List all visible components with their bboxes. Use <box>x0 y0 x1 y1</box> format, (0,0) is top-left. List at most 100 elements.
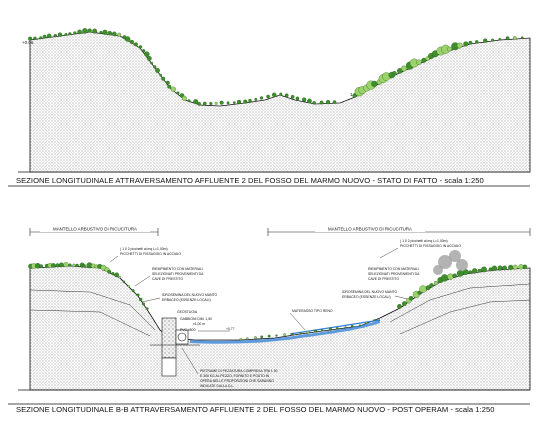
band-left-label: MANTELLO ARBUSTIVO DI RICUCITURA <box>53 227 137 232</box>
shrub <box>167 84 172 89</box>
shrub <box>344 326 347 329</box>
shrub <box>508 264 514 271</box>
shrub <box>28 36 33 41</box>
gabion-structure <box>150 317 200 377</box>
shrub <box>266 94 270 99</box>
shrub <box>64 33 68 36</box>
shrub <box>53 33 58 38</box>
shrub <box>187 99 191 103</box>
shrub <box>39 36 43 40</box>
note-riempimento-left-2: SELEZIONATI PROVENIENTI DA <box>152 272 204 276</box>
shrub <box>365 321 368 324</box>
shrub <box>144 51 150 57</box>
shrub <box>425 285 431 291</box>
note-materasso: MATERASSO TIPO RENO <box>292 309 333 313</box>
shrub <box>452 273 457 278</box>
shrub <box>75 263 79 268</box>
shrub <box>513 36 517 40</box>
shrub <box>141 49 146 53</box>
section-1-existing-state: +0.06 1.17 <box>8 28 531 187</box>
note-riempimento-left-3: CAVE DI PRESTITO <box>152 277 184 281</box>
shrub <box>118 276 121 279</box>
shrub <box>260 335 264 339</box>
shrub <box>176 91 180 95</box>
note-picchetti-right-2: PICCHETTI DI FISSAGGIO IN ACCIAIO <box>400 244 461 248</box>
shrub <box>150 61 154 65</box>
shrub <box>421 57 427 63</box>
shrub <box>259 96 264 100</box>
shrub <box>129 39 134 44</box>
note-pietrame-1: PIETRAME DI PEZZATURA COMPRESA TRA 1 50 <box>200 369 278 373</box>
shrub <box>472 268 478 274</box>
shrub <box>512 264 518 270</box>
shrub <box>202 101 207 106</box>
shrub <box>284 93 289 98</box>
note-pietrame-2: E 300 KG AL PEZZO, FORNITO E POSTO IN <box>200 374 270 378</box>
section-2-post-operam: MANTELLO ARBUSTIVO DI RICUCITURA MANTELL… <box>8 225 531 405</box>
shrub <box>408 295 414 301</box>
shrub <box>505 36 510 41</box>
shrub <box>498 37 502 41</box>
shrub <box>136 293 140 297</box>
shrub <box>463 41 469 47</box>
caption-post-operam: SEZIONE LONGITUDINALE B-B ATTRAVERSAMENT… <box>16 405 495 414</box>
note-picchetti-left-2: PICCHETTI DI FISSAGGIO IN ACCIAIO <box>120 252 181 256</box>
shrub <box>302 97 307 102</box>
shrub <box>153 65 157 69</box>
shrub <box>55 263 60 268</box>
shrub <box>239 338 242 341</box>
shrub <box>248 98 252 103</box>
shrub <box>39 264 43 269</box>
note-riempimento-right-3: CAVE DI PRESTITO <box>368 277 400 281</box>
shrub <box>63 262 69 268</box>
note-gabbioni-1: GABBIONI DIM. 1,50 <box>180 317 212 321</box>
shrub <box>397 304 402 309</box>
shrub <box>416 59 422 65</box>
fill-layer-right <box>389 283 531 323</box>
shrub <box>159 73 163 77</box>
shrub <box>117 32 122 37</box>
shrub <box>312 101 316 105</box>
shrub <box>419 285 427 293</box>
shrub <box>161 76 166 81</box>
annotations: ( 1 0 2 picchetti al mq L=1.00m) PICCHET… <box>109 239 461 388</box>
shrub <box>373 319 376 322</box>
shrub <box>491 38 495 42</box>
fill-layer-right-2 <box>399 299 531 335</box>
shrub <box>291 332 294 336</box>
shrub <box>102 29 108 35</box>
note-idrosemina-right-2: ERBACEO (ESSENZE LOCALI) <box>342 295 391 299</box>
shrub <box>283 333 287 337</box>
shrub <box>114 272 120 278</box>
shrub <box>275 334 278 337</box>
shrub <box>456 270 464 277</box>
vegetation-existing <box>28 28 524 106</box>
shrub <box>314 329 318 333</box>
shrub <box>319 100 324 105</box>
shrub <box>321 329 324 332</box>
shrub <box>155 68 160 73</box>
reno-mattress <box>289 319 381 335</box>
note-level-mid: +0.77 <box>226 327 235 331</box>
shrub <box>133 42 138 47</box>
shrub <box>290 95 295 99</box>
shrub <box>336 327 339 330</box>
shrub <box>391 71 397 76</box>
band-right: MANTELLO ARBUSTIVO DI RICUCITURA <box>267 225 531 236</box>
note-idrosemina-right-1: IDROSEMINA DEL NUOVO MANTO <box>342 290 398 294</box>
note-riempimento-right-2: SELEZIONATI PROVENIENTI DA <box>368 272 420 276</box>
shrub <box>146 56 152 61</box>
shrub <box>236 99 242 104</box>
terrain-profile-existing <box>29 31 531 173</box>
fill-layer-left <box>29 289 156 331</box>
shrub <box>253 336 257 340</box>
shrub <box>57 32 63 37</box>
shrub <box>402 301 407 307</box>
shrub <box>477 268 482 273</box>
shrub <box>307 98 312 104</box>
tree-canopy <box>456 259 468 271</box>
note-pietrame-3: OPERA NELLE PROPORZIONI CHE SARANNO <box>200 379 274 383</box>
shrub <box>219 100 224 105</box>
shrub <box>232 101 236 105</box>
note-pietrame-4: INDICATE DALLA D.L. <box>200 384 234 388</box>
